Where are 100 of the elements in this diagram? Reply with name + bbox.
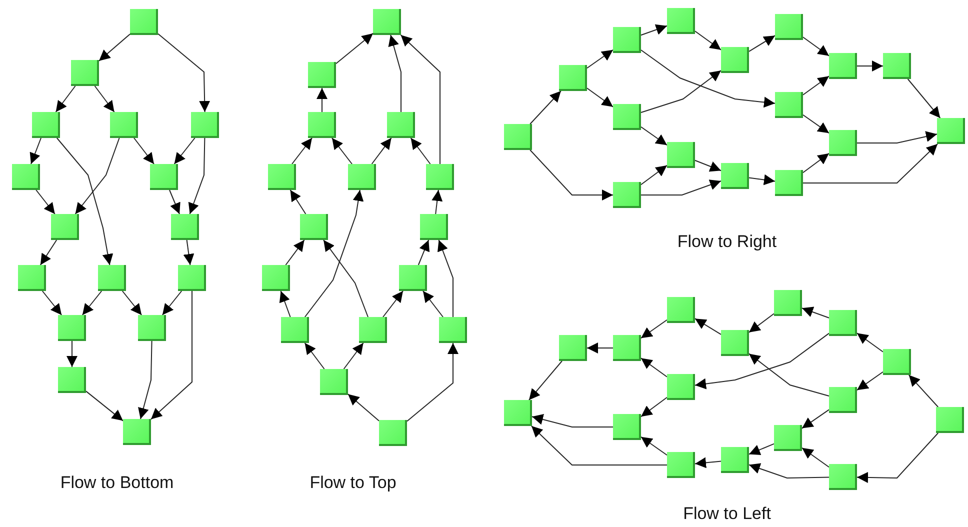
arrow: [856, 332, 884, 352]
node-box: [71, 60, 99, 86]
node-box: [420, 214, 448, 240]
node-box: [775, 92, 803, 118]
arrow: [586, 88, 614, 108]
arrow: [188, 138, 206, 214]
arrow: [748, 35, 776, 52]
arrow: [98, 34, 130, 62]
arrow: [323, 240, 368, 318]
arrow: [748, 174, 776, 186]
node-box: [262, 265, 290, 291]
arrow: [316, 88, 328, 112]
arrow: [55, 86, 76, 112]
arrow: [279, 290, 291, 318]
arrow: [694, 332, 830, 390]
node-box: [191, 112, 219, 138]
arrow: [290, 190, 306, 214]
arrow: [640, 436, 668, 456]
node-box: [439, 317, 467, 343]
diagram-caption: Flow to Left: [683, 504, 771, 524]
arrow: [640, 50, 776, 108]
arrow: [74, 138, 120, 214]
arrow: [748, 443, 774, 456]
node-box: [399, 265, 427, 291]
node-box: [667, 297, 695, 323]
node-box: [775, 14, 803, 40]
node-box: [18, 265, 46, 291]
node-box: [504, 124, 532, 150]
node-box: [300, 214, 328, 240]
node-box: [268, 164, 296, 190]
arrow: [748, 313, 774, 333]
node-box: [883, 349, 911, 375]
node-box: [320, 369, 348, 395]
node-box: [721, 47, 749, 73]
node-box: [51, 214, 79, 240]
arrow: [532, 414, 614, 428]
arrow: [748, 463, 830, 478]
node-box: [829, 130, 857, 156]
arrow: [528, 360, 562, 400]
node-box: [387, 112, 415, 138]
arrow: [694, 160, 722, 172]
arrow: [586, 342, 614, 354]
node-box: [829, 53, 857, 79]
node-box: [721, 163, 749, 189]
arrow: [438, 240, 454, 318]
arrow: [856, 432, 939, 483]
arrow: [410, 138, 431, 164]
node-box: [426, 164, 454, 190]
arrow: [586, 49, 614, 69]
arrow: [66, 340, 78, 368]
arrow: [400, 34, 440, 164]
node-box: [150, 164, 178, 190]
arrow: [348, 394, 380, 422]
arrow: [162, 290, 182, 316]
arrow: [42, 290, 62, 316]
node-box: [774, 290, 802, 316]
node-box: [936, 407, 964, 433]
node-box: [504, 400, 532, 426]
arrow: [640, 24, 668, 36]
arrow: [134, 138, 154, 164]
arrow: [343, 342, 364, 370]
arrow: [908, 374, 939, 408]
arrow: [304, 342, 325, 370]
arrow: [174, 138, 196, 164]
node-box: [775, 170, 803, 196]
arrow: [422, 290, 444, 318]
node-box: [12, 164, 40, 190]
arrow: [694, 457, 722, 468]
arrow: [748, 353, 830, 396]
arrow: [802, 306, 830, 318]
arrow: [802, 152, 830, 174]
node-box: [348, 164, 376, 190]
arrow: [640, 70, 722, 113]
diagram-caption: Flow to Bottom: [60, 473, 174, 493]
arrow: [56, 138, 114, 266]
node-box: [308, 112, 336, 138]
arrow: [432, 190, 443, 214]
node-box: [613, 414, 641, 440]
diagram-caption: Flow to Top: [310, 473, 396, 493]
node-box: [98, 265, 126, 291]
node-box: [613, 335, 641, 361]
node-box: [32, 112, 60, 138]
node-box: [359, 317, 387, 343]
node-box: [559, 65, 587, 91]
arrow: [30, 138, 42, 164]
diagram-caption: Flow to Right: [677, 232, 777, 252]
arrow: [94, 86, 115, 112]
arrow: [418, 240, 430, 266]
node-box: [373, 9, 401, 35]
arrow: [640, 180, 722, 196]
node-box: [613, 104, 641, 130]
arrow: [802, 36, 830, 56]
arrow: [285, 240, 305, 266]
node-box: [721, 330, 749, 356]
node-box: [58, 315, 86, 341]
node-box: [613, 182, 641, 208]
arrow: [802, 409, 830, 429]
arrow: [856, 60, 884, 72]
arrow: [406, 342, 458, 422]
node-box: [123, 419, 151, 445]
